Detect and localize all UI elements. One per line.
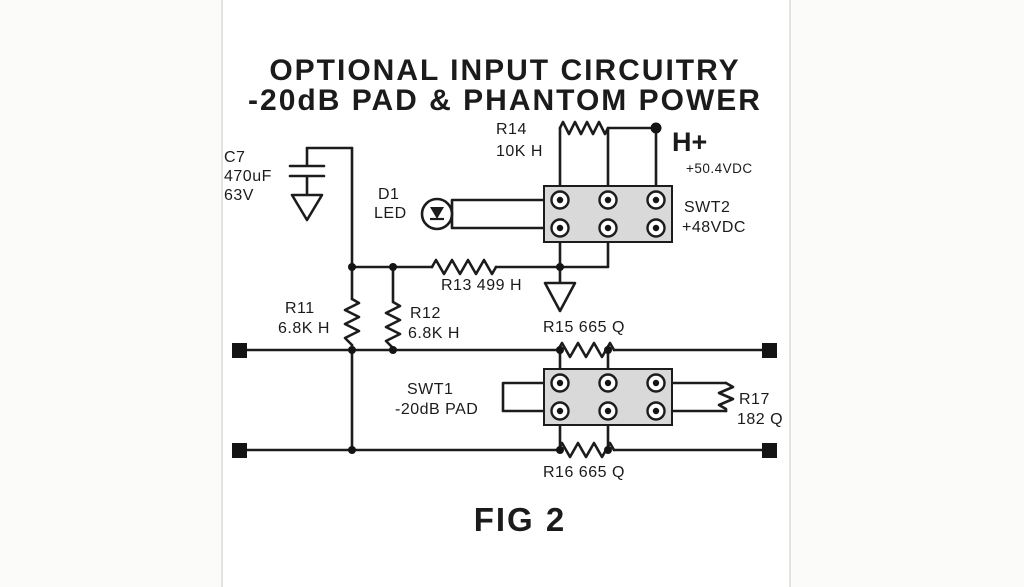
r14-value-label: 10K H — [496, 143, 543, 160]
swt1-ref-label: SWT1 — [407, 381, 453, 398]
c7-rating-label: 63V — [224, 187, 254, 204]
terminal-top-left — [232, 343, 247, 358]
r12-value-label: 6.8K H — [408, 325, 460, 342]
r17-value-label: 182 Q — [737, 411, 783, 428]
swt2-ref-label: SWT2 — [684, 199, 730, 216]
wire-r17-links — [663, 381, 728, 413]
terminal-squares — [232, 343, 777, 458]
swt1-contacts — [550, 373, 666, 421]
component-labels: C7 470uF 63V D1 LED R14 10K H H+ +50.4VD… — [224, 121, 783, 481]
wire-r14-network — [558, 126, 658, 193]
terminal-top-right — [762, 343, 777, 358]
title-line-2: -20dB PAD & PHANTOM POWER — [248, 84, 762, 117]
ground-icon — [543, 281, 577, 313]
resistor-r13-symbol — [430, 258, 498, 276]
c7-value-label: 470uF — [224, 168, 272, 185]
junction-dots — [348, 122, 662, 454]
resistor-r14-symbol — [558, 120, 610, 136]
led-d1-symbol — [420, 197, 454, 231]
r11-value-label: 6.8K H — [278, 320, 330, 337]
swt2-contacts — [550, 190, 666, 238]
terminal-bottom-right — [762, 443, 777, 458]
r12-ref-label: R12 — [410, 305, 441, 322]
ground-icon — [290, 193, 324, 222]
d1-type-label: LED — [374, 205, 407, 222]
figure-caption: FIG 2 — [474, 501, 567, 538]
page-area — [222, 0, 790, 587]
r16-label: R16 665 Q — [543, 464, 625, 481]
r13-label: R13 499 H — [441, 277, 522, 294]
phantom-power-label: H+ — [672, 127, 707, 157]
capacitor-c7-symbol — [288, 146, 326, 222]
wire-swt1-taps — [558, 348, 610, 452]
r11-ref-label: R11 — [285, 300, 315, 317]
switch-swt2-block — [543, 185, 673, 243]
r15-label: R15 665 Q — [543, 319, 625, 336]
resistor-r11-symbol — [343, 297, 361, 347]
switch-swt1-block — [543, 368, 673, 426]
d1-ref-label: D1 — [378, 186, 399, 203]
capacitor-plates — [288, 146, 326, 195]
phantom-voltage-label: +50.4VDC — [686, 161, 753, 176]
r14-ref-label: R14 — [496, 121, 527, 138]
swt2-supply-label: +48VDC — [682, 219, 746, 236]
swt1-function-label: -20dB PAD — [395, 401, 478, 418]
phantom-supply-node — [650, 122, 662, 134]
r17-ref-label: R17 — [739, 391, 770, 408]
title-line-1: OPTIONAL INPUT CIRCUITRY — [269, 54, 740, 87]
resistor-r17-symbol — [717, 381, 735, 413]
terminal-bottom-left — [232, 443, 247, 458]
led-diode-triangle — [430, 207, 444, 219]
c7-ref-label: C7 — [224, 149, 245, 166]
